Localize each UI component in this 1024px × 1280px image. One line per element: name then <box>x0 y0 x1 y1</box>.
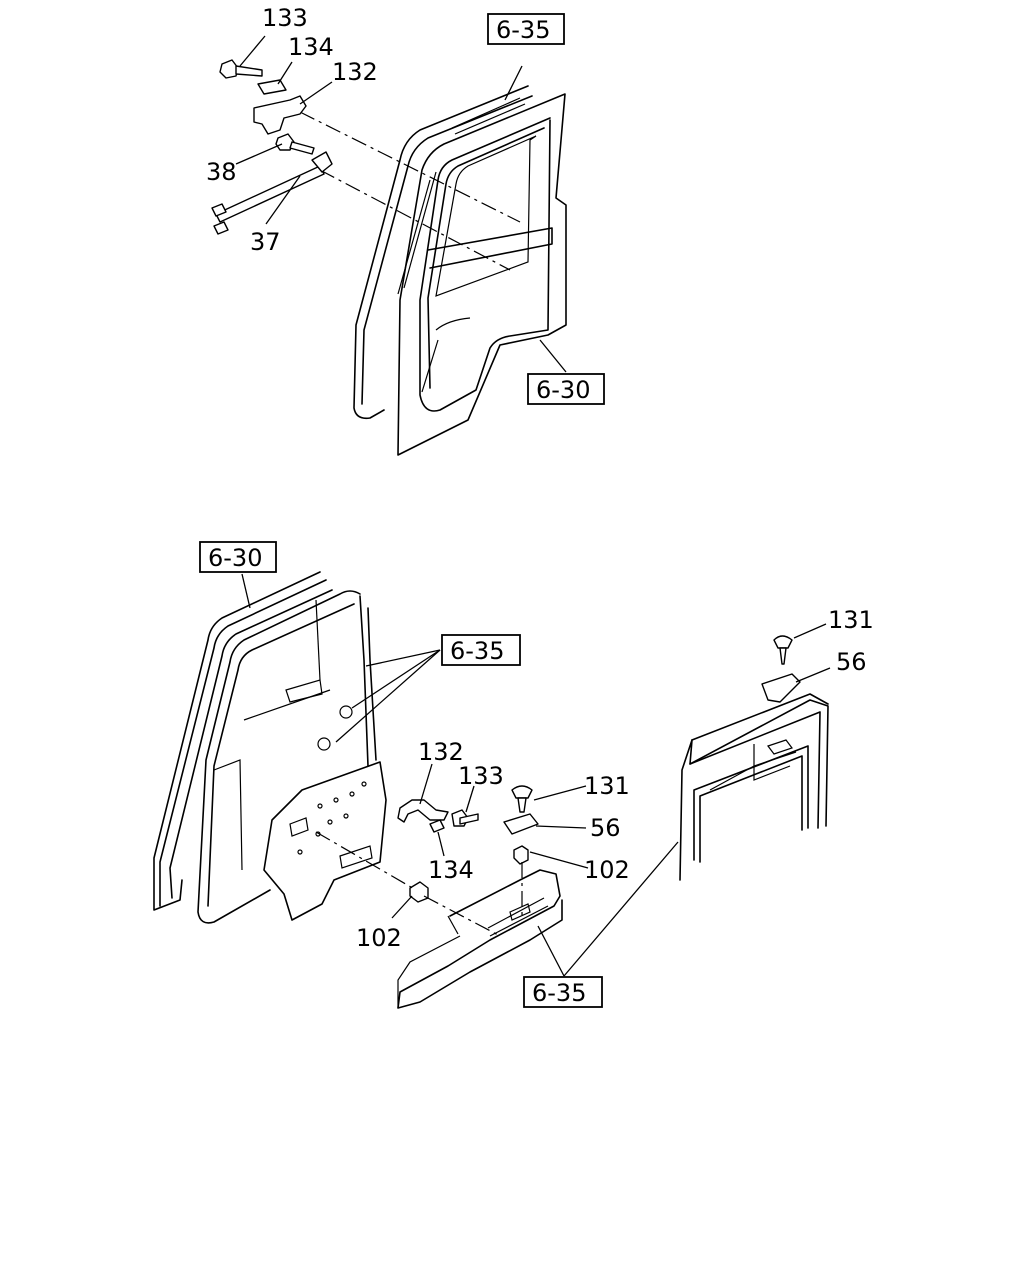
ref-box-6-35-bottom-b: 6-35 <box>523 976 603 1008</box>
label-56-mid: 56 <box>590 814 621 842</box>
label-56-right: 56 <box>836 648 867 676</box>
right-door-panel <box>679 699 829 881</box>
label-132: 132 <box>332 58 378 86</box>
svg-text:6-30: 6-30 <box>208 544 262 572</box>
bracket-132 <box>253 95 307 135</box>
label-132-b: 132 <box>418 738 464 766</box>
label-37: 37 <box>250 228 281 256</box>
ref-box-6-35-top: 6-35 <box>487 13 565 45</box>
door-frame-outer <box>153 571 321 911</box>
svg-text:6-35: 6-35 <box>450 637 504 665</box>
bezel-56-mid <box>503 813 539 835</box>
armrest <box>397 869 563 1009</box>
nut-102-mid <box>513 845 529 865</box>
inner-panel <box>263 761 387 921</box>
label-102-mid: 102 <box>584 856 630 884</box>
label-38: 38 <box>206 158 237 186</box>
svg-text:6-30: 6-30 <box>536 376 590 404</box>
plate-134 <box>257 79 287 95</box>
label-102-left: 102 <box>356 924 402 952</box>
label-134-b: 134 <box>428 856 474 884</box>
label-133-b: 133 <box>458 762 504 790</box>
screw-133 <box>451 809 479 827</box>
label-133: 133 <box>262 4 308 32</box>
top-view: 133 134 132 38 37 6-35 6-30 <box>206 4 605 456</box>
nut-102-left <box>409 881 429 903</box>
clip-132 <box>397 799 449 823</box>
label-131-right: 131 <box>828 606 874 634</box>
screw-131-right <box>773 635 793 665</box>
label-134: 134 <box>288 33 334 61</box>
label-131-mid: 131 <box>584 772 630 800</box>
ref-box-6-30-bottom: 6-30 <box>199 541 277 573</box>
svg-text:6-35: 6-35 <box>496 16 550 44</box>
door-weatherstrip <box>353 85 529 420</box>
screw-131-mid <box>511 785 533 813</box>
door-panel <box>397 93 567 456</box>
bolt-133 <box>219 59 263 79</box>
ref-box-6-35-bottom-a: 6-35 <box>441 634 521 666</box>
ref-box-6-30-top: 6-30 <box>527 373 605 405</box>
svg-text:6-35: 6-35 <box>532 979 586 1007</box>
bezel-56-right <box>761 673 801 703</box>
pad-134 <box>429 819 445 833</box>
bolt-38 <box>275 133 315 155</box>
bottom-view: 132 133 134 102 131 56 102 131 56 6-30 6… <box>153 541 874 1009</box>
